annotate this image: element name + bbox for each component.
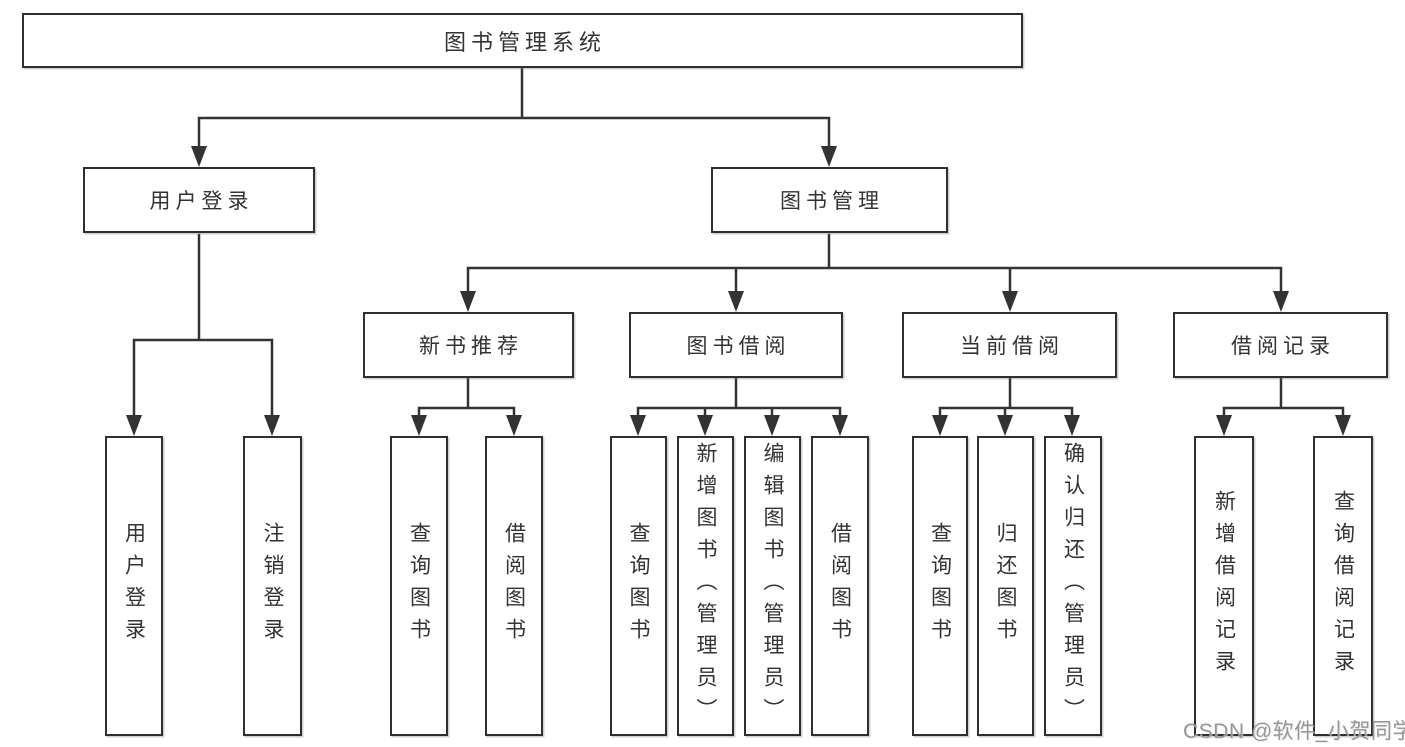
node-current-borrow: 当前借阅 <box>902 312 1117 378</box>
node-label: 新增图书（管理员） <box>694 442 717 730</box>
leaf-borrow-books-recommend: 借阅图书 <box>485 436 543 736</box>
node-label: 图书管理 <box>780 190 884 213</box>
node-borrow-records: 借阅记录 <box>1173 312 1388 378</box>
node-label: 确认归还（管理员） <box>1061 442 1085 730</box>
node-label: 查询图书 <box>407 522 431 650</box>
leaf-borrow-books: 借阅图书 <box>811 436 869 736</box>
node-label: 用户登录 <box>122 522 146 650</box>
leaf-logout-login: 注销登录 <box>243 436 302 736</box>
leaf-confirm-return-admin: 确认归还（管理员） <box>1044 436 1102 736</box>
node-label: 注销登录 <box>261 522 284 650</box>
node-label: 借阅图书 <box>502 522 526 650</box>
leaf-user-login: 用户登录 <box>105 436 163 736</box>
leaf-query-borrow-record: 查询借阅记录 <box>1313 436 1373 736</box>
leaf-edit-books-admin: 编辑图书（管理员） <box>744 436 801 736</box>
node-new-book-recommend: 新书推荐 <box>363 312 574 378</box>
node-user-login: 用户登录 <box>83 167 315 233</box>
node-label: 新增借阅记录 <box>1212 490 1236 682</box>
leaf-query-books-recommend: 查询图书 <box>390 436 448 736</box>
node-label: 图书借阅 <box>686 335 791 358</box>
leaf-add-borrow-record: 新增借阅记录 <box>1194 436 1254 736</box>
node-label: 查询图书 <box>928 522 952 650</box>
leaf-query-books-current: 查询图书 <box>912 436 968 736</box>
node-label: 借阅图书 <box>828 522 852 650</box>
node-label: 新书推荐 <box>419 335 523 358</box>
leaf-return-books: 归还图书 <box>977 436 1034 736</box>
arrowheads <box>126 146 1351 436</box>
leaf-add-books-admin: 新增图书（管理员） <box>677 436 734 736</box>
node-label: 用户登录 <box>149 190 254 213</box>
node-library-management-system: 图书管理系统 <box>22 13 1023 68</box>
leaf-query-books-borrow: 查询图书 <box>610 436 667 736</box>
node-label: 查询借阅记录 <box>1331 490 1355 682</box>
node-book-management: 图书管理 <box>711 167 948 233</box>
node-book-borrow: 图书借阅 <box>629 312 843 378</box>
node-label: 图书管理系统 <box>443 29 606 55</box>
node-label: 归还图书 <box>994 522 1017 650</box>
node-label: 查询图书 <box>627 522 650 650</box>
node-label: 编辑图书（管理员） <box>761 442 784 730</box>
csdn-watermark: CSDN @软件_小贺同学 <box>1183 720 1405 743</box>
node-label: 当前借阅 <box>960 335 1064 358</box>
node-label: 借阅记录 <box>1231 335 1335 358</box>
